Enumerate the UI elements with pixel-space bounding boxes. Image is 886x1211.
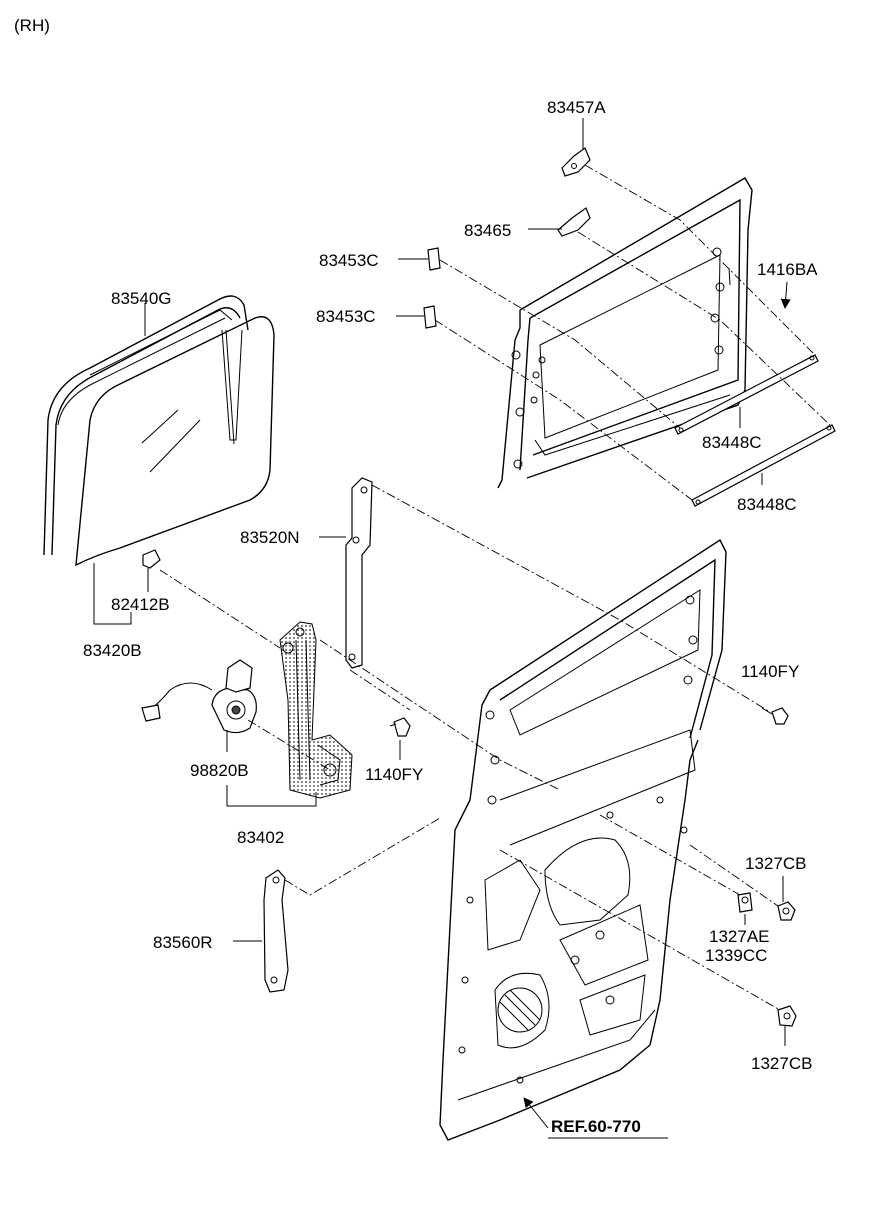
door-panel [439, 538, 727, 1141]
glass-clip-82412B [142, 549, 161, 569]
bracket-83457A [561, 147, 591, 177]
label-83560R: 83560R [153, 933, 213, 952]
rod-83448C-upper [674, 354, 819, 435]
label-83453C-lower: 83453C [316, 307, 376, 326]
reference-lines [159, 164, 831, 1011]
label-83520N: 83520N [240, 528, 300, 547]
side-indicator: (RH) [14, 16, 50, 35]
reference-label: REF.60-770 [551, 1117, 641, 1136]
rear-channel-83520N [345, 477, 373, 669]
clip-83453C-lower [423, 305, 437, 329]
front-channel-83560R [263, 869, 289, 993]
label-83402: 83402 [237, 828, 284, 847]
upper-door-frame [497, 177, 753, 489]
bolt-1140FY-left [389, 717, 411, 737]
label-83453C-upper: 83453C [319, 251, 379, 270]
nut-1327CB-upper [777, 901, 796, 921]
window-regulator [279, 621, 353, 799]
label-1327CB-upper: 1327CB [745, 854, 806, 873]
label-83540G: 83540G [111, 289, 172, 308]
rod-83448C-lower [691, 424, 836, 507]
clip-83453C-upper [427, 247, 441, 271]
regulator-motor [141, 659, 257, 734]
label-1140FY-right: 1140FY [741, 662, 799, 681]
label-1416BA: 1416BA [757, 260, 818, 279]
bolt-1140FY-right [761, 707, 789, 725]
nut-1327CB-lower [777, 1005, 797, 1027]
label-1327AE: 1327AE [709, 927, 770, 946]
label-98820B: 98820B [190, 761, 249, 780]
label-1140FY-left: 1140FY [365, 765, 423, 784]
label-82412B: 82412B [111, 595, 170, 614]
bracket-83465 [557, 207, 591, 237]
label-83457A: 83457A [547, 98, 606, 117]
label-83448C-upper: 83448C [702, 433, 762, 452]
label-83448C-lower: 83448C [737, 495, 797, 514]
leader-lines [93, 118, 791, 1139]
door-glass [43, 295, 275, 567]
label-83465: 83465 [464, 221, 511, 240]
label-83420B: 83420B [83, 641, 142, 660]
label-1327CB-lower: 1327CB [751, 1054, 812, 1073]
label-1339CC: 1339CC [705, 946, 767, 965]
nut-1327AE [737, 892, 753, 913]
